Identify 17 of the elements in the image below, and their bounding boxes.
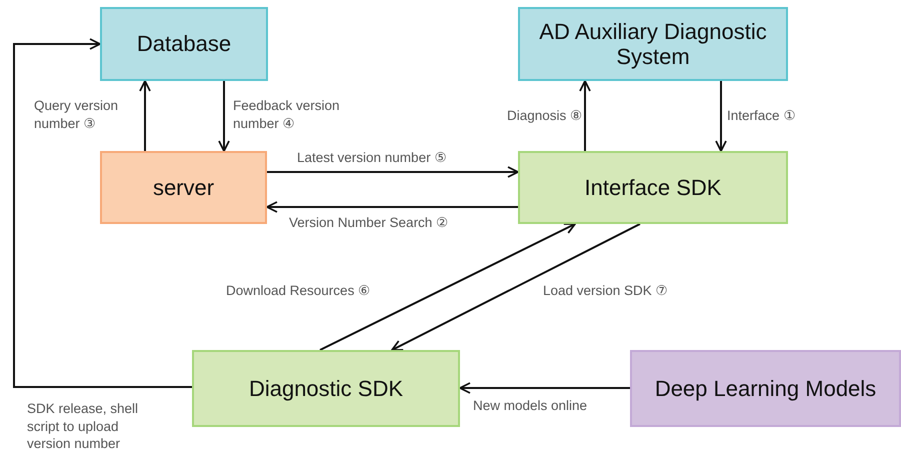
- process-box: Database: [100, 7, 268, 81]
- arrow: [715, 81, 727, 152]
- process-box: Diagnostic SDK: [192, 350, 460, 427]
- process-box: AD Auxiliary Diagnostic System: [518, 7, 788, 81]
- process-box: server: [100, 151, 267, 224]
- arrow: [266, 201, 518, 213]
- process-box: Interface SDK: [518, 151, 788, 224]
- arrow: [320, 223, 576, 351]
- arrow: [267, 166, 519, 178]
- process-box: Deep Learning Models: [630, 350, 901, 427]
- edge-label: Diagnosis ⑧: [507, 107, 584, 125]
- arrow: [218, 81, 230, 152]
- arrow: [579, 80, 591, 151]
- arrow: [139, 80, 151, 151]
- arrow: [391, 223, 640, 351]
- arrow: [459, 382, 630, 394]
- arrow: [13, 38, 192, 388]
